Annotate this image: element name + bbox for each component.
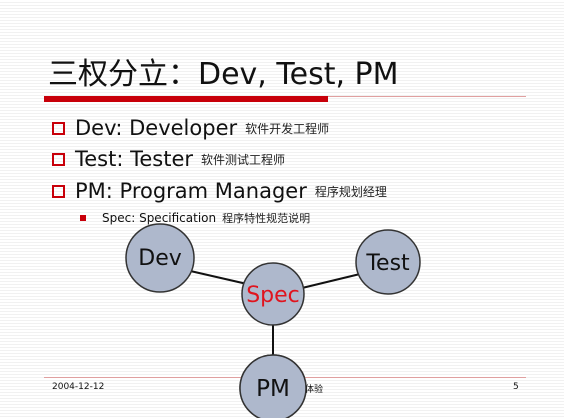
sub-bullet-spec-note: 程序特性规范说明 — [222, 212, 311, 225]
title-accent-bar — [44, 96, 328, 102]
node-test-circle — [355, 229, 421, 295]
bullet-test-text: Test: Tester — [75, 147, 194, 171]
node-pm-label: PM — [256, 376, 290, 402]
footer-date: 2004-12-12 — [52, 382, 105, 392]
connector-test-spec — [301, 273, 361, 289]
connector-dev-spec — [185, 269, 248, 285]
bullet-pm-note: 程序规划经理 — [314, 184, 387, 199]
footer-page-number: 5 — [513, 382, 519, 392]
hollow-square-bullet-icon — [52, 184, 65, 198]
bullet-dev: Dev: Developer 软件开发工程师 — [52, 116, 329, 140]
title-chinese: 三权分立： — [48, 57, 198, 92]
node-dev-label: Dev — [138, 246, 182, 271]
sub-bullet-spec-text: Spec: Specification — [102, 211, 217, 225]
footer-center-text: 人体验 — [296, 385, 324, 395]
bullet-test: Test: Tester 软件测试工程师 — [52, 147, 285, 171]
node-spec-circle — [241, 262, 305, 326]
filled-square-bullet-icon — [80, 215, 86, 221]
bullet-pm: PM: Program Manager 程序规划经理 — [52, 179, 387, 203]
bullet-test-note: 软件测试工程师 — [201, 152, 286, 167]
title-english: Dev, Test, PM — [198, 57, 399, 92]
node-dev-circle — [125, 223, 195, 293]
bullet-pm-text: PM: Program Manager — [75, 179, 307, 203]
node-pm-circle-overlay — [239, 354, 307, 418]
sub-bullet-spec: Spec: Specification 程序特性规范说明 — [80, 210, 310, 226]
diagram-connectors — [185, 269, 361, 358]
bullet-dev-text: Dev: Developer — [75, 116, 238, 140]
hollow-square-bullet-icon — [52, 121, 65, 135]
node-test-label: Test — [365, 251, 410, 276]
slide-title: 三权分立：Dev, Test, PM — [48, 56, 399, 94]
hollow-square-bullet-icon — [52, 152, 65, 166]
bullet-dev-note: 软件开发工程师 — [245, 121, 330, 136]
node-spec-label: Spec — [246, 283, 300, 308]
